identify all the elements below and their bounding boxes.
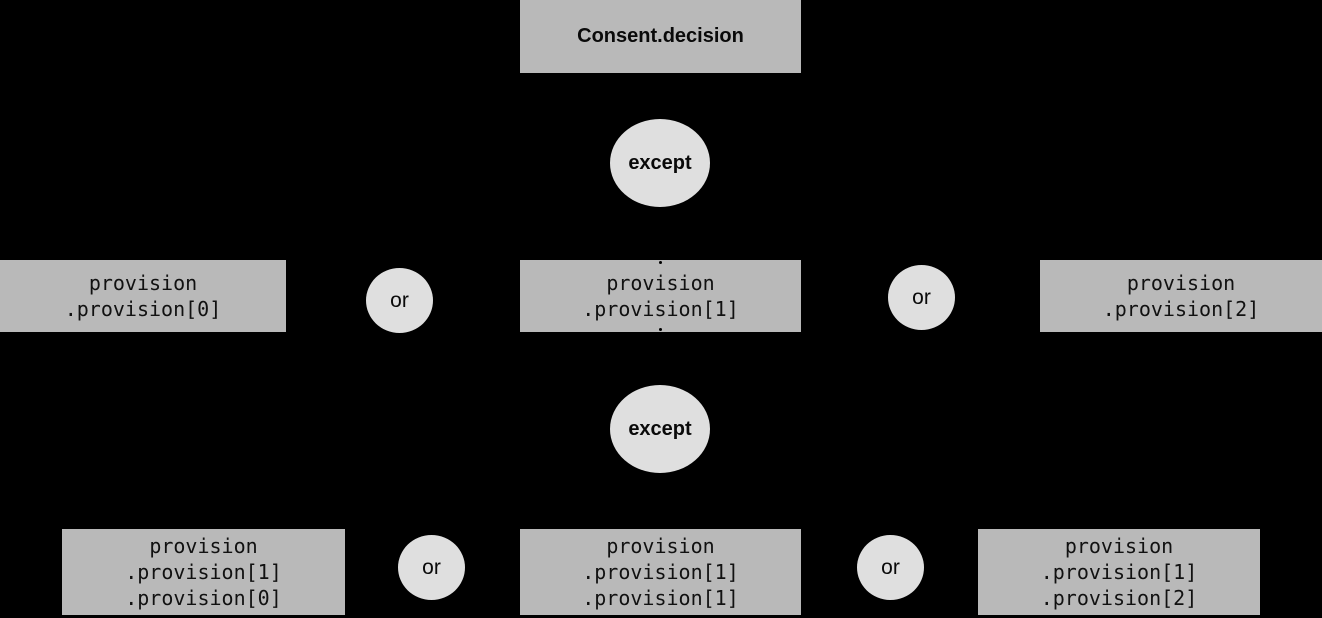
provision-box-line: provision <box>88 271 198 295</box>
provision-box-line: .provision[1] <box>125 560 282 584</box>
or-operator-level1-left: or <box>366 268 433 333</box>
except-operator-level1: except <box>610 119 710 207</box>
except-operator-level2: except <box>610 385 710 473</box>
provision-box-line: provision <box>606 271 715 295</box>
provision-box-line: .provision[1] <box>1040 560 1198 584</box>
provision-box-line: .provision[2] <box>1040 586 1198 610</box>
provision-box-0: provision .provision[0] <box>0 260 286 332</box>
provision-box-line: .provision[0] <box>64 297 222 321</box>
provision-box-1-0: provision .provision[1] .provision[0] <box>62 529 345 615</box>
dotted-connector-dot <box>659 261 662 264</box>
provision-box-line: .provision[2] <box>1102 297 1260 321</box>
provision-box-line: .provision[1] <box>582 297 739 321</box>
provision-box-1: provision .provision[1] <box>520 260 801 332</box>
provision-box-1-1: provision .provision[1] .provision[1] <box>520 529 801 615</box>
provision-box-line: provision <box>606 534 715 558</box>
provision-box-2: provision .provision[2] <box>1040 260 1322 332</box>
dotted-connector-dot <box>659 328 662 331</box>
provision-box-1-2: provision .provision[1] .provision[2] <box>978 529 1260 615</box>
provision-box-line: .provision[0] <box>125 586 282 610</box>
root-node-consent-decision: Consent.decision <box>520 0 801 73</box>
provision-box-line: .provision[1] <box>582 586 739 610</box>
provision-box-line: provision <box>149 534 258 558</box>
or-operator-level1-right: or <box>888 265 955 330</box>
provision-box-line: provision <box>1126 271 1236 295</box>
or-operator-level2-right: or <box>857 535 924 600</box>
provision-box-line: provision <box>1064 534 1174 558</box>
provision-box-line: .provision[1] <box>582 560 739 584</box>
or-operator-level2-left: or <box>398 535 465 600</box>
